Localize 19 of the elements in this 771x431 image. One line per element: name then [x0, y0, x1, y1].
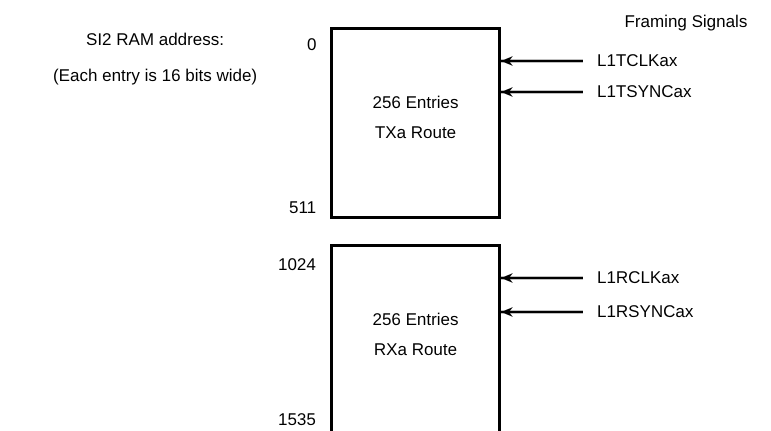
signal-name: L1TSYNCax — [597, 82, 692, 102]
signal-name: L1TCLKax — [597, 51, 678, 71]
address-value: 0 — [307, 35, 316, 55]
address-value: 1024 — [278, 255, 316, 275]
heading: Framing Signals — [624, 12, 748, 32]
memory-block — [330, 244, 501, 431]
arrow — [501, 273, 583, 283]
heading: SI2 RAM address: — [86, 30, 224, 50]
arrow — [501, 307, 583, 317]
address-value: 511 — [289, 198, 316, 218]
signal-name: L1RCLKax — [597, 268, 680, 288]
note: (Each entry is 16 bits wide) — [53, 66, 258, 86]
signal-name: L1RSYNCax — [597, 302, 694, 322]
block-label: 256 Entries RXa Route — [372, 309, 460, 361]
block-label: 256 Entries TXa Route — [372, 92, 460, 144]
memory-block — [330, 27, 501, 219]
arrow — [501, 56, 583, 66]
arrow — [501, 87, 583, 97]
address-value: 1535 — [278, 410, 316, 430]
